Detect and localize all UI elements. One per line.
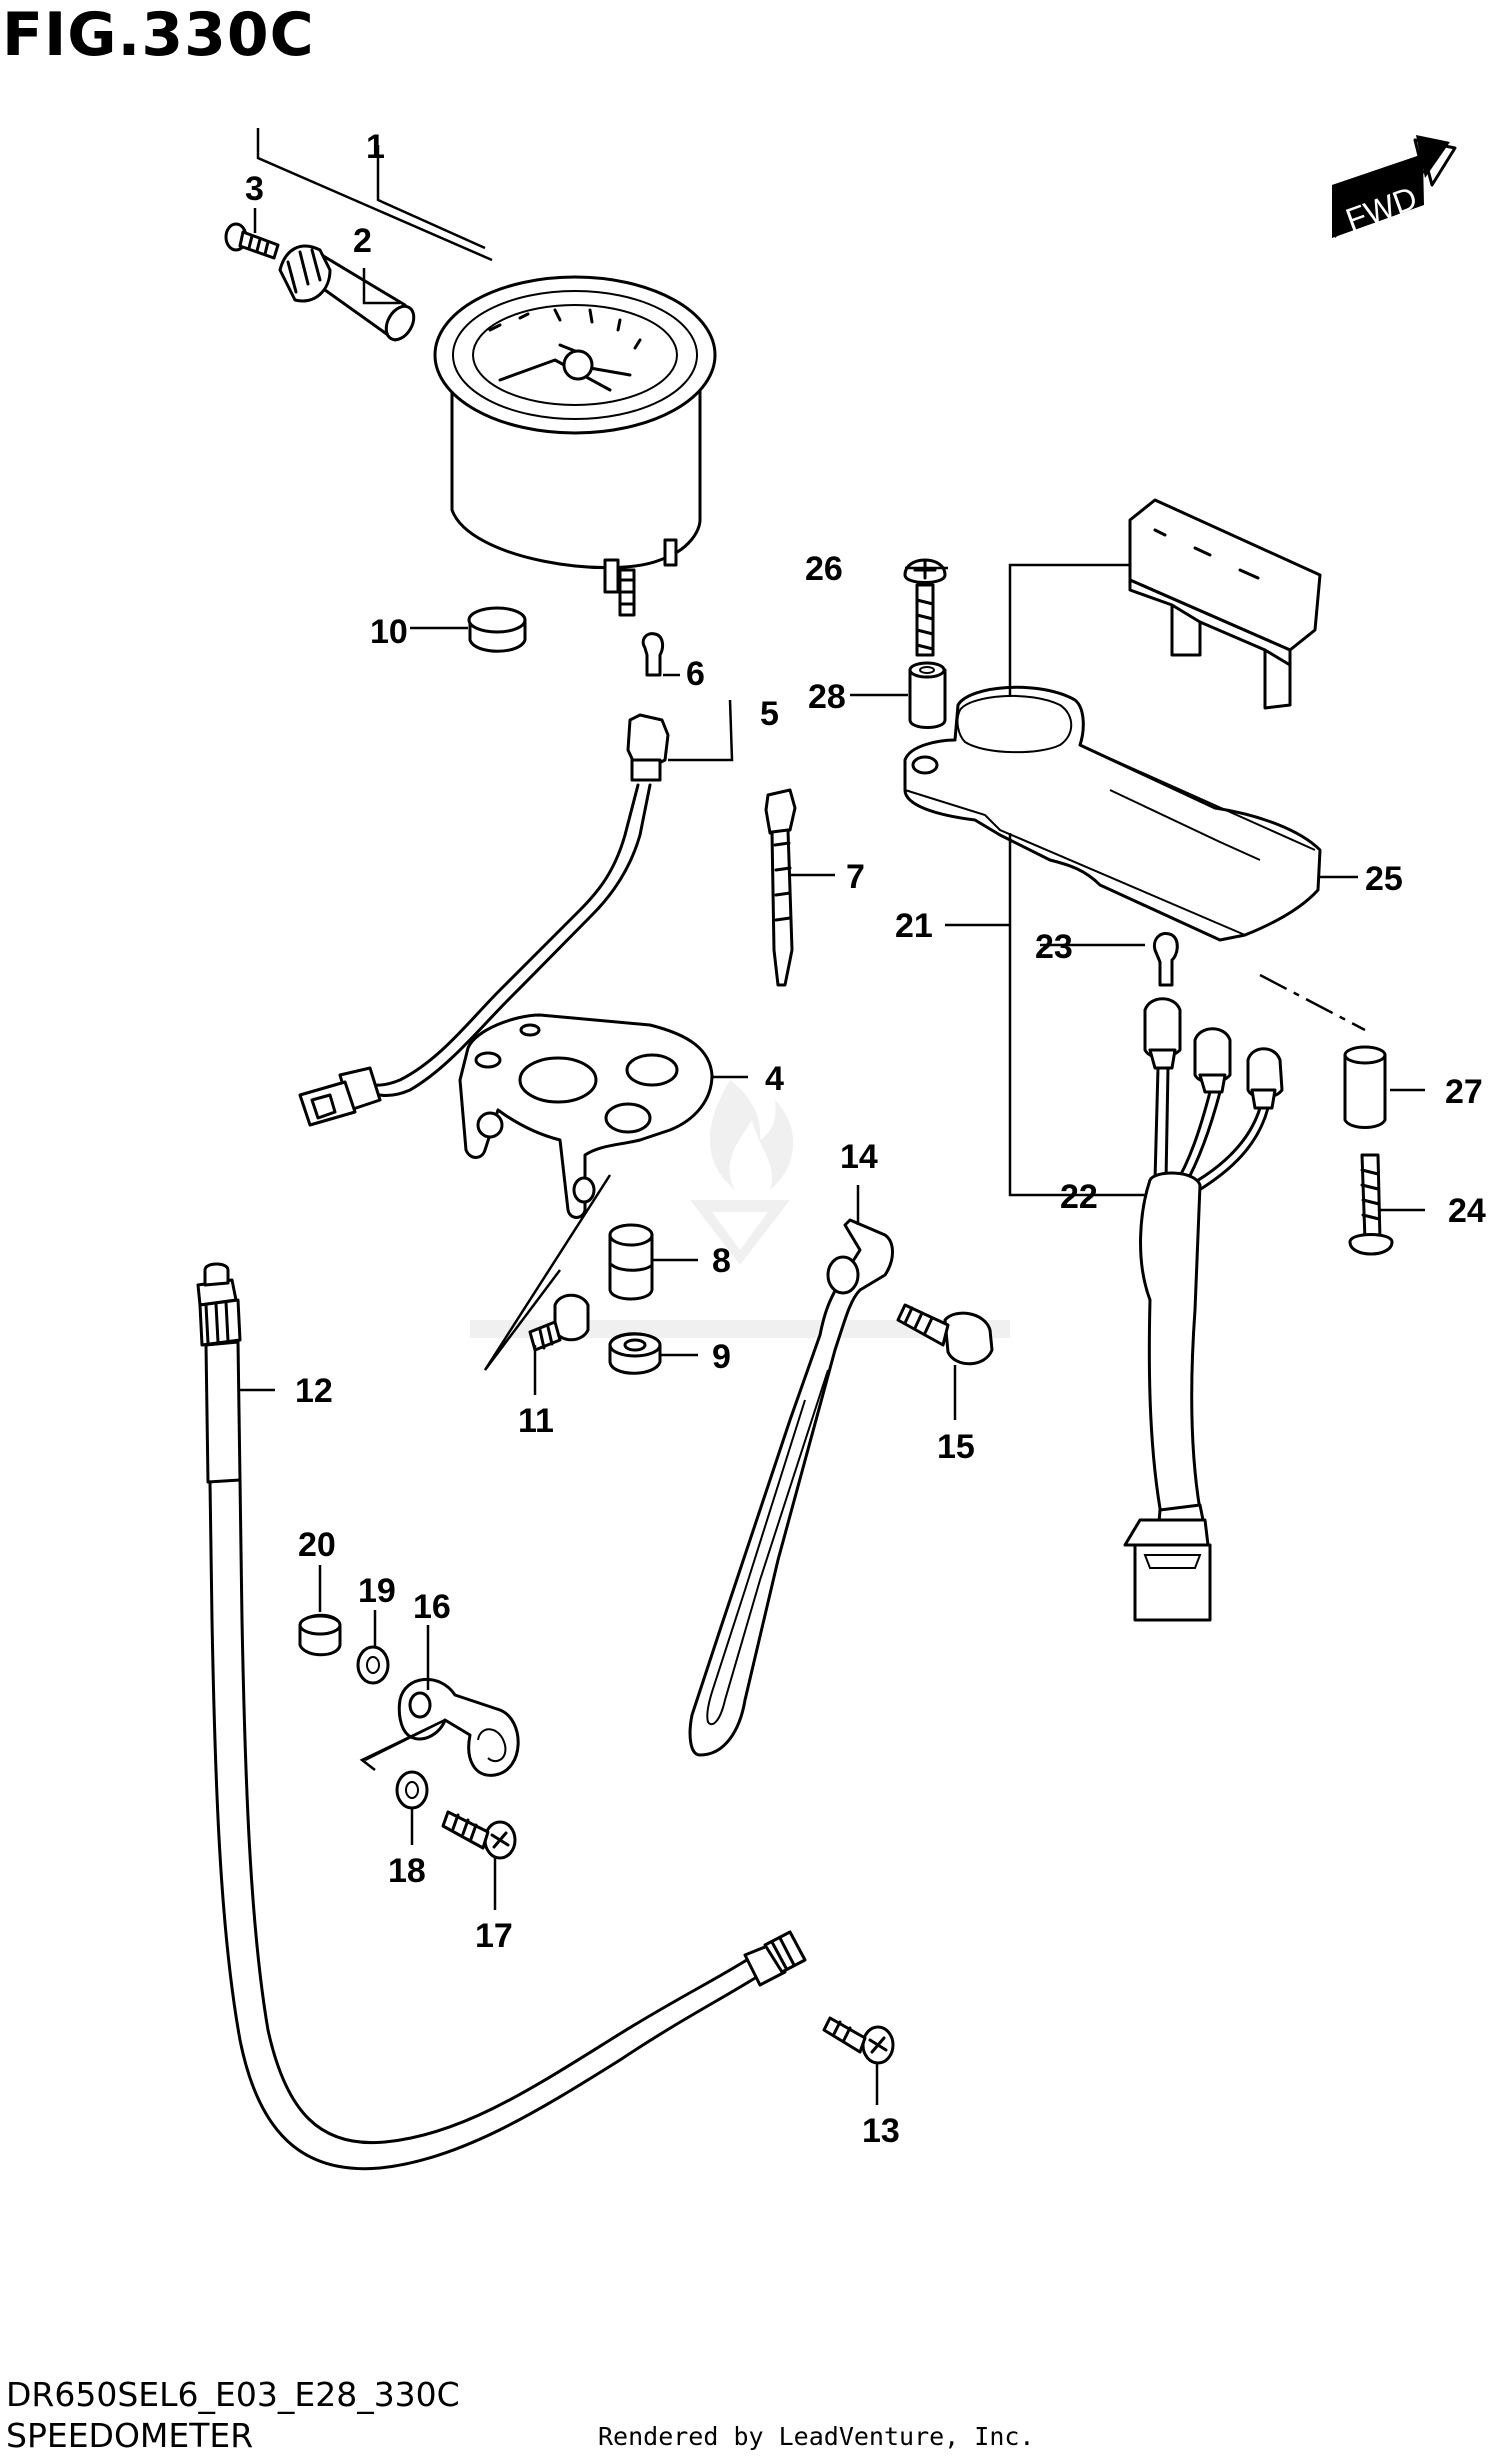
callout-numbers: 1 2 3 4 5 6 7 8 9 10 11 12 13 14 15 16 1… (245, 128, 1486, 2150)
part-4-meter-bracket (458, 1013, 714, 1219)
part-14-cable-stay (688, 1218, 894, 1757)
callout-23: 23 (1035, 928, 1073, 966)
leader-25-27 (1259, 973, 1366, 1032)
leader-21 (1008, 833, 1155, 1197)
callout-12: 12 (295, 1372, 333, 1410)
callout-26: 26 (805, 550, 843, 588)
part-11-bolt (528, 1293, 590, 1352)
part-8-cushion (608, 1223, 654, 1301)
callout-2: 2 (353, 222, 372, 260)
callout-5: 5 (760, 695, 779, 733)
callout-22: 22 (1060, 1178, 1098, 1216)
callout-24: 24 (1448, 1192, 1486, 1230)
part-19-washer (356, 1645, 390, 1685)
callout-3: 3 (245, 170, 264, 208)
part-26-screw (903, 558, 947, 657)
part-7-cable-tie (764, 788, 797, 987)
callout-9: 9 (712, 1338, 731, 1376)
bracket-leader (483, 1174, 612, 1371)
part-23-bulb (1152, 932, 1179, 987)
clamp-leader (359, 1718, 446, 1771)
part-2-trip-knob (278, 244, 416, 342)
callout-7: 7 (846, 858, 865, 896)
callout-8: 8 (712, 1242, 731, 1280)
part-18-washer (395, 1770, 429, 1810)
part-28-collar (908, 661, 947, 729)
callout-1: 1 (366, 128, 385, 166)
part-13-screw (822, 2016, 895, 2065)
callout-20: 20 (298, 1526, 336, 1564)
callout-19: 19 (358, 1572, 396, 1610)
fwd-arrow-icon: FWD (1332, 135, 1457, 238)
callout-21: 21 (895, 907, 933, 945)
section-name: SPEEDOMETER (6, 2416, 254, 2455)
callout-18: 18 (388, 1852, 426, 1890)
part-6-bulb (641, 632, 665, 677)
part-20-nut (298, 1613, 342, 1657)
part-1-speedometer-gauge (433, 275, 717, 617)
callout-4: 4 (765, 1060, 784, 1098)
callout-25: 25 (1365, 860, 1403, 898)
watermark-logo (470, 1080, 1010, 1338)
part-15-bolt (896, 1303, 994, 1366)
part-9-nut (608, 1332, 662, 1375)
part-12-speedometer-cable (196, 1262, 807, 2171)
part-17-screw (441, 1810, 517, 1860)
part-24-screw (1348, 1153, 1394, 1256)
part-22-indicator-harness (1123, 997, 1284, 1622)
diagram-code: DR650SEL6_E03_E28_330C (6, 2375, 460, 2414)
callout-10: 10 (370, 613, 408, 651)
callout-28: 28 (808, 678, 846, 716)
part-5-bulb-socket-wire (298, 713, 670, 1127)
part-10-cap (467, 606, 527, 653)
figure-title: FIG.330C (2, 0, 315, 70)
callout-14: 14 (840, 1138, 878, 1176)
callout-15: 15 (937, 1428, 975, 1466)
callout-leaders (240, 128, 1425, 2105)
part-16-cable-clamp (397, 1678, 520, 1777)
part-3-screw (224, 222, 280, 260)
callout-6: 6 (686, 655, 705, 693)
callout-17: 17 (475, 1917, 513, 1955)
callout-16: 16 (413, 1588, 451, 1626)
leader-25-top (1008, 563, 1130, 697)
callout-27: 27 (1445, 1073, 1483, 1111)
part-25-indicator-housing (903, 498, 1322, 942)
part-27-spacer (1343, 1045, 1387, 1129)
callout-13: 13 (862, 2112, 900, 2150)
callout-11: 11 (518, 1402, 554, 1440)
render-credit: Rendered by LeadVenture, Inc. (598, 2422, 1035, 2451)
